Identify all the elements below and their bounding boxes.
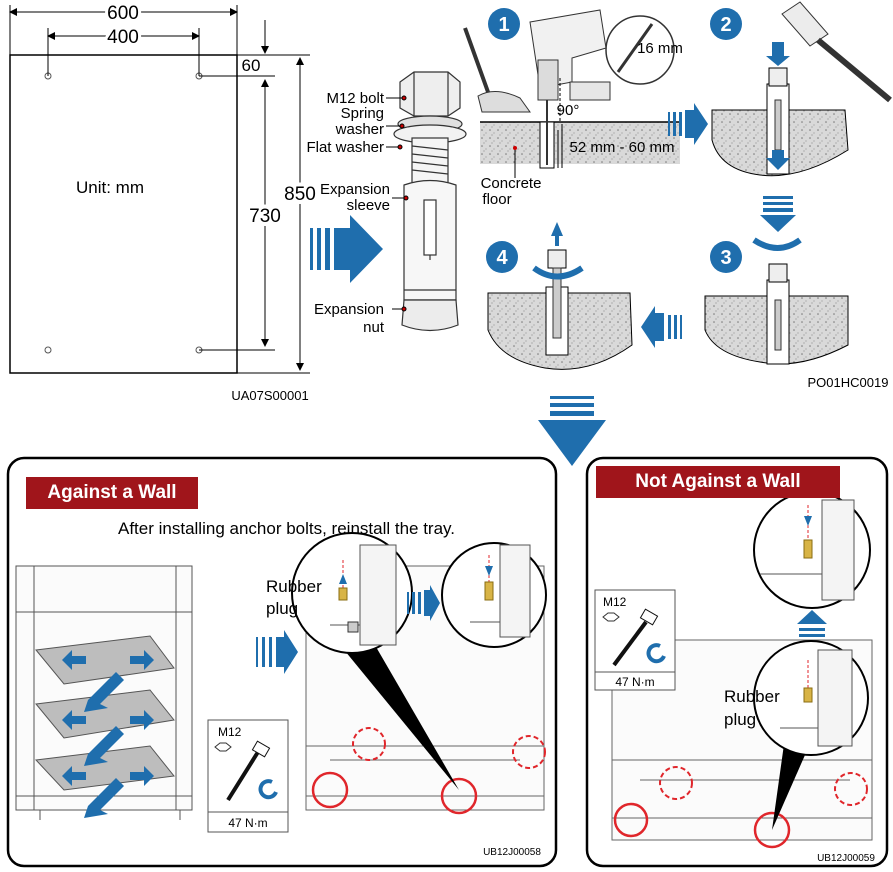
arrow-up-small-icon: [797, 610, 827, 637]
step-4-remove-bolt: [487, 222, 633, 370]
zoom-pointer: [336, 640, 459, 790]
dim-600: 600: [107, 3, 139, 24]
torque-bolt-left: M12: [218, 725, 242, 739]
arrow-down-small-icon: [752, 196, 802, 251]
torque-callout-right: [594, 589, 676, 691]
figure-code-bottom-right: UB12J00059: [817, 853, 875, 864]
step-1-drill: [463, 9, 680, 178]
concrete-label-2: floor: [482, 191, 511, 208]
figure-code-left: UA07S00001: [231, 388, 308, 403]
step-badge-1: 1: [488, 8, 520, 40]
arrow-right-small-icon: [668, 103, 708, 145]
anchor-point-circle: [753, 811, 791, 849]
dim-730: 730: [249, 206, 281, 227]
rubber-plug-label-right-1: Rubber: [724, 687, 780, 706]
label-flat-washer: Flat washer: [306, 139, 384, 156]
drill-bit-size: 16 mm: [637, 40, 683, 57]
torque-value-right: 47 N·m: [615, 675, 654, 689]
anchor-point-circle-dashed: [512, 735, 546, 769]
rubber-plug-label-right-2: plug: [724, 710, 757, 729]
unit-label: Unit: mm: [76, 178, 144, 197]
dim-400: 400: [107, 27, 139, 48]
blue-arrow-down-icon: [538, 396, 606, 466]
dim-60: 60: [242, 56, 261, 75]
arrow-right-tiny-icon: [407, 585, 440, 621]
label-spring-washer-1: Spring: [341, 105, 384, 122]
label-expansion-sleeve-2: sleeve: [347, 197, 390, 214]
concrete-label-1: Concrete: [481, 175, 542, 192]
torque-bolt-right: M12: [603, 595, 627, 609]
step-number-4: 4: [496, 247, 508, 269]
title-not-against-wall: Not Against a Wall: [596, 466, 840, 498]
label-expansion-sleeve-1: Expansion: [320, 181, 390, 198]
drill-angle: 90°: [557, 102, 580, 119]
zoom-callout-rubber-plug-right: [753, 640, 869, 756]
panel-not-against-wall: [585, 456, 889, 868]
figure-code-bottom-left: UB12J00058: [483, 847, 541, 858]
step-number-3: 3: [720, 247, 731, 269]
zoom-callout-bolt: [441, 542, 547, 648]
label-m12-bolt: M12 bolt: [326, 90, 384, 107]
step-badge-2: 2: [710, 8, 742, 40]
step-number-2: 2: [720, 14, 731, 36]
figure-code-right: PO01HC0019: [808, 375, 889, 390]
step-2-hammer: [711, 1, 892, 177]
instruction-text: After installing anchor bolts, reinstall…: [118, 519, 456, 538]
blue-arrow-right-icon: [310, 215, 383, 283]
step-number-1: 1: [498, 14, 509, 36]
rubber-plug-label-2: plug: [266, 599, 299, 618]
anchor-point-circle-dashed: [834, 772, 868, 806]
drill-depth: 52 mm - 60 mm: [569, 139, 674, 156]
zoom-callout-rubber-plug: [291, 532, 413, 654]
label-expansion-nut-2: nut: [363, 319, 385, 336]
torque-value-left: 47 N·m: [228, 816, 267, 830]
title-against-wall: Against a Wall: [26, 477, 198, 509]
torque-callout-left: [207, 719, 289, 833]
anchor-point-circle: [613, 802, 649, 838]
anchor-point-circle: [311, 771, 349, 809]
anchor-point-circle: [440, 777, 478, 815]
step-badge-3: 3: [710, 241, 742, 273]
anchor-point-circle-dashed: [352, 727, 386, 761]
step-badge-4: 4: [486, 241, 518, 273]
panel-against-wall: [6, 456, 558, 868]
arrow-right-medium-icon: [256, 630, 298, 674]
arrow-left-small-icon: [641, 306, 682, 348]
tray-pull-arrows: [62, 650, 154, 818]
cabinet-footprint: [9, 5, 310, 374]
dim-850: 850: [284, 184, 316, 205]
label-expansion-nut-1: Expansion: [314, 301, 384, 318]
step-3-tighten: [704, 263, 849, 365]
anchor-bolt: [393, 71, 467, 332]
rubber-plug-label-1: Rubber: [266, 577, 322, 596]
label-spring-washer-2: washer: [335, 121, 384, 138]
anchor-point-circle-dashed: [659, 766, 693, 800]
zoom-callout-bolt-right: [753, 491, 871, 609]
